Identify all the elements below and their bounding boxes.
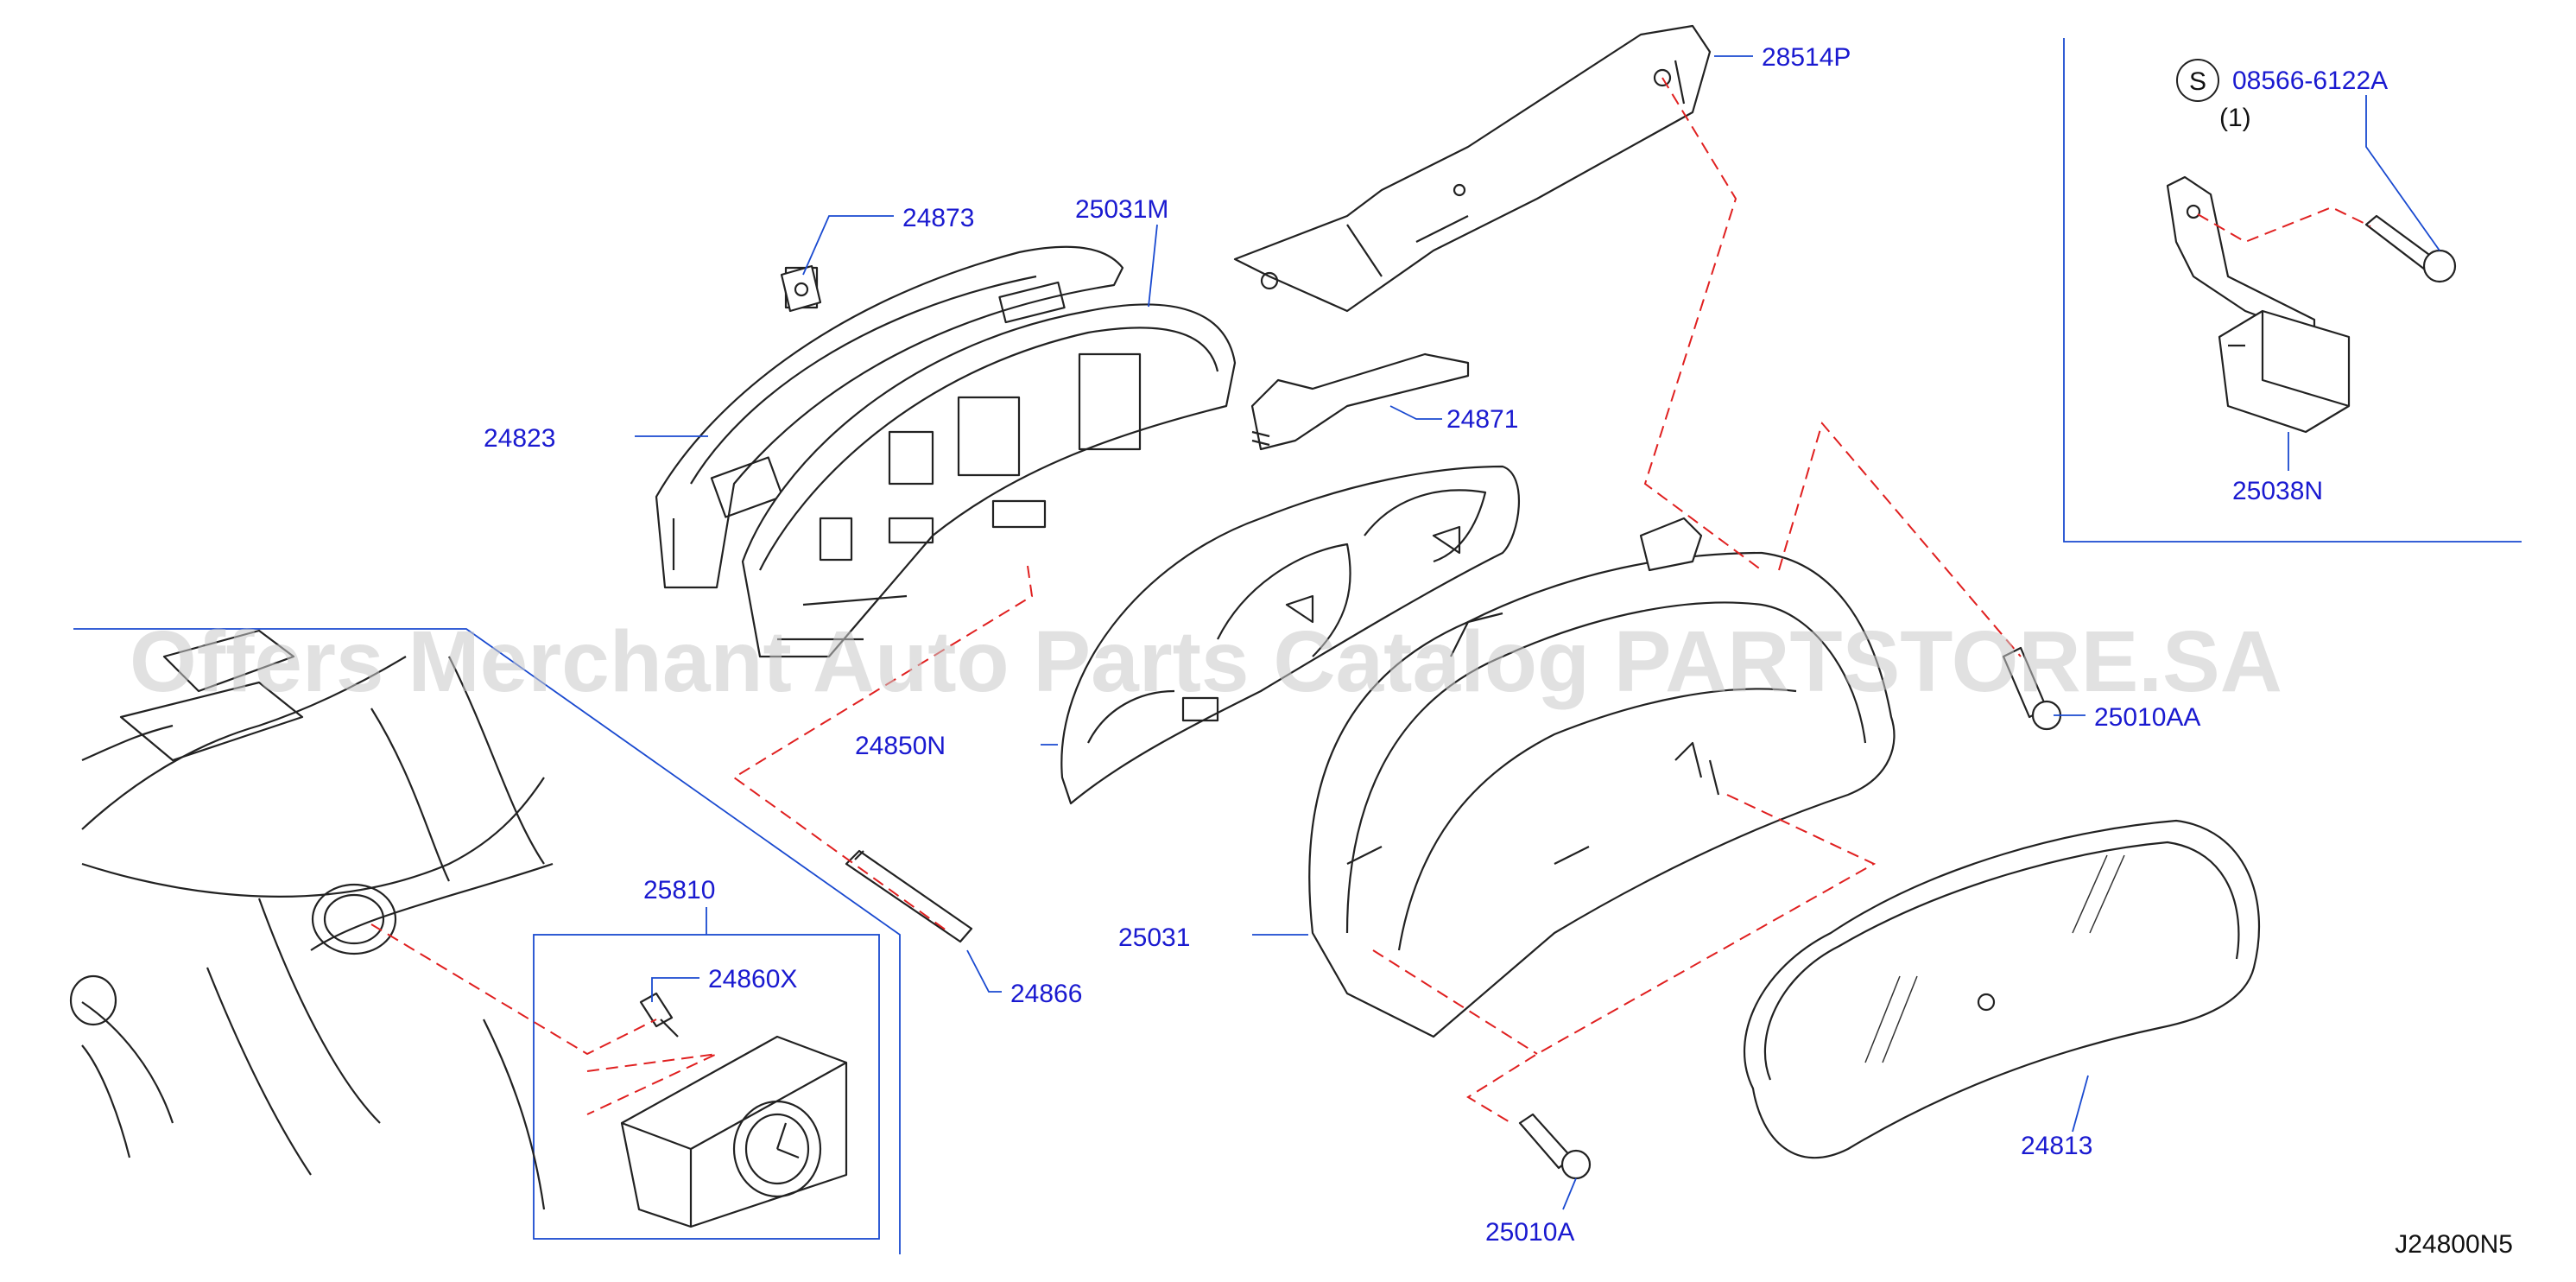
inset-frame-bracket [2063,38,2522,543]
part-24866-pin [845,849,973,943]
standard-symbol-circle [2176,59,2219,102]
part-28514P-bracket [1233,24,1712,313]
label-25031M[interactable]: 25031M [1075,195,1168,224]
part-24873-clip [780,264,822,313]
standard-symbol: S [2189,67,2206,96]
part-08566-6122A-screw [2364,214,2457,283]
label-24871[interactable]: 24871 [1446,405,1518,434]
part-24850N-dial-plate [1060,465,1520,805]
label-24813[interactable]: 24813 [2021,1132,2092,1160]
part-25038N-unit [2166,175,2351,434]
watermark: Offers Merchant Auto Parts Catalog PARTS… [130,613,2282,710]
part-24860X-bulb [639,992,679,1038]
dashboard-illustration [69,629,554,1210]
label-25038N[interactable]: 25038N [2232,477,2323,505]
part-25031-main-housing [1308,517,1896,1038]
label-24860X[interactable]: 24860X [708,965,797,993]
label-08566-6122A[interactable]: 08566-6122A [2232,67,2388,95]
part-25031M-housing [741,303,1237,658]
part-24813-lens [1744,819,2261,1159]
quantity-label: (1) [2219,104,2251,132]
label-25031[interactable]: 25031 [1118,923,1190,952]
part-25810-clock [620,1035,848,1228]
label-28514P[interactable]: 28514P [1762,43,1851,72]
part-25010A-screw [1518,1113,1592,1180]
label-25010AA[interactable]: 25010AA [2094,703,2200,732]
label-24866[interactable]: 24866 [1010,980,1082,1008]
assembly-dashed-lines [370,77,2371,1124]
label-25010A[interactable]: 25010A [1485,1218,1574,1247]
label-24823[interactable]: 24823 [484,424,555,453]
part-24871-connector [1250,352,1470,451]
label-24850N[interactable]: 24850N [855,732,946,760]
label-24873[interactable]: 24873 [902,204,974,232]
label-25810[interactable]: 25810 [643,876,715,904]
leader-lines [635,55,2440,1210]
dash-area-frame [73,628,901,1254]
diagram-code: J24800N5 [2395,1230,2513,1259]
